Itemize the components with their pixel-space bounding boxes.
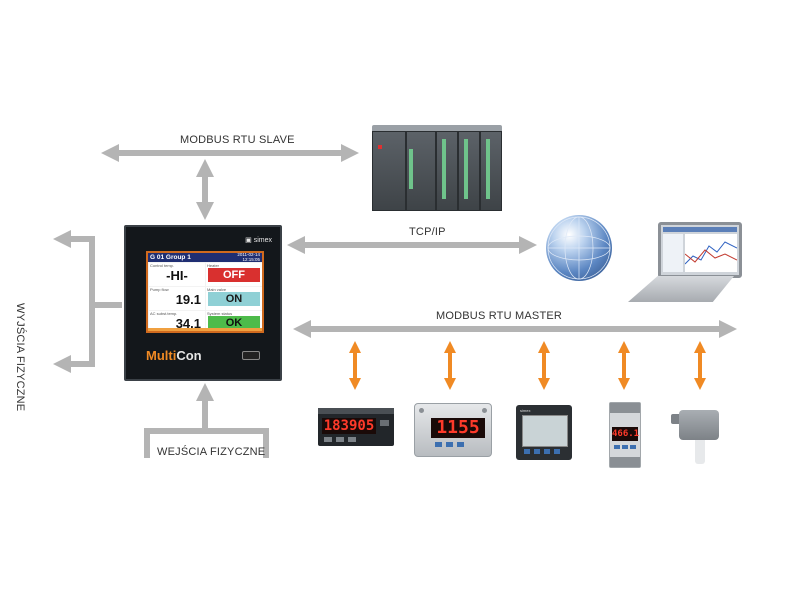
cell-heater: Heater OFF <box>206 263 262 286</box>
usb-port-icon <box>242 351 260 360</box>
meter4-display: 466.1 <box>612 427 640 441</box>
simex-logo: ▣ simex <box>245 237 272 244</box>
modbus-slave-label: MODBUS RTU SLAVE <box>180 134 295 146</box>
cell-system-status: System status OK <box>206 311 262 331</box>
enclosure-meter-device: 1155 <box>414 403 492 457</box>
meter3-brand: simex <box>520 408 531 413</box>
din-rail-meter-device: 466.1 <box>609 402 641 468</box>
screen-date: 2011-02-14 <box>237 252 260 257</box>
cell-main-valve: Main valve ON <box>206 287 262 310</box>
outputs-bracket <box>53 230 122 308</box>
plc-controller-image <box>372 125 502 213</box>
sensor-device <box>671 410 731 464</box>
panel-screen: G 01 Group 1 2011-02-14 12:15:05 Control… <box>146 251 264 333</box>
laptop-image <box>658 222 742 278</box>
lcd-meter-device: simex <box>516 405 572 460</box>
multicon-panel: ▣ simex G 01 Group 1 2011-02-14 12:15:05… <box>124 225 282 381</box>
tcp-ip-label: TCP/IP <box>409 226 446 238</box>
inputs-label: WEJŚCIA FIZYCZNE <box>157 446 266 458</box>
cell-pump-flow: Pump flow 19.1 <box>149 287 205 310</box>
meter1-display: 183905 <box>322 418 376 434</box>
cell-control-temp: Control temp. -HI- <box>149 263 205 286</box>
modbus-master-label: MODBUS RTU MASTER <box>436 310 563 322</box>
screen-time: 12:15:05 <box>242 256 260 262</box>
multicon-logo: MultiCon <box>146 348 202 363</box>
outputs-label: WYJŚCIA FIZYCZNE <box>14 303 26 412</box>
meter2-display: 1155 <box>431 418 485 438</box>
globe-icon <box>546 215 612 281</box>
screen-header: G 01 Group 1 <box>150 254 191 261</box>
panel-meter-device: 183905 <box>318 408 394 446</box>
cell-ac-subst-temp: AC subst.temp. 34.1 <box>149 311 205 331</box>
